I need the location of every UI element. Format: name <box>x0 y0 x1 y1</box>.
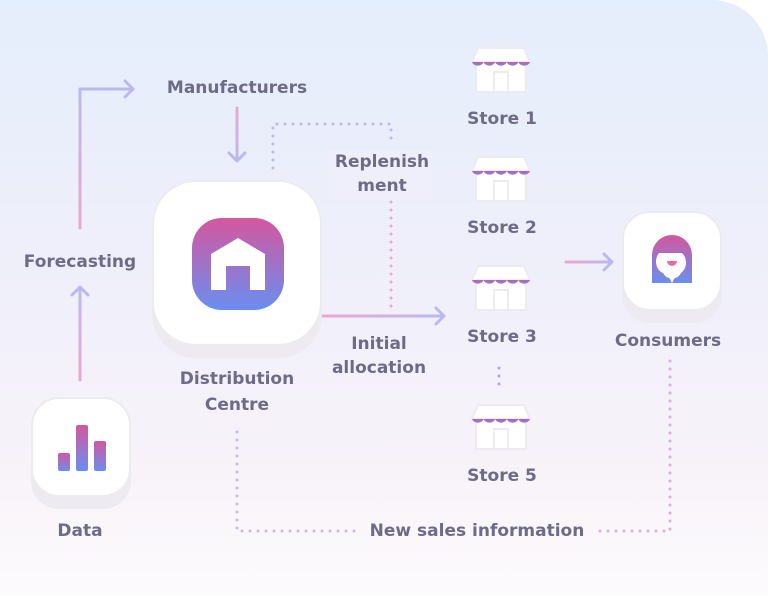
store-to-consumers-arrow <box>564 252 614 272</box>
consumers-card[interactable] <box>622 211 722 311</box>
replenishment-line2: ment <box>357 176 407 196</box>
initial-allocation-line1: Initial <box>351 334 407 354</box>
consumer-person-icon <box>652 235 692 283</box>
replenishment-dotted-line <box>271 122 393 170</box>
manufacturers-to-dc-arrow <box>227 106 247 163</box>
replenishment-label: Replenish ment <box>335 150 429 198</box>
initial-allocation-arrow <box>320 306 446 326</box>
forecasting-label: Forecasting <box>23 252 137 272</box>
sales-info-dotted-line-left <box>235 430 357 533</box>
dc-label-line2: Centre <box>204 395 270 415</box>
consumers-label: Consumers <box>614 331 722 351</box>
store-3-label: Store 3 <box>467 327 537 347</box>
dc-label-line1: Distribution <box>179 369 295 389</box>
data-card[interactable] <box>31 397 131 497</box>
initial-allocation-label: Initial allocation <box>332 332 426 380</box>
store-1-label: Store 1 <box>467 109 537 129</box>
storefront-icon <box>470 265 532 311</box>
replenishment-line1: Replenish <box>334 152 430 172</box>
store-5-label: Store 5 <box>467 466 537 486</box>
data-label: Data <box>57 521 103 541</box>
distribution-centre-card[interactable] <box>152 180 322 346</box>
new-sales-information-label: New sales information <box>369 521 585 541</box>
data-to-forecast-arrow <box>70 285 90 382</box>
replenishment-label-box <box>327 150 432 198</box>
storefront-icon <box>470 47 532 93</box>
store-2-label: Store 2 <box>467 218 537 238</box>
initial-allocation-line2: allocation <box>331 358 427 378</box>
store-2-icon[interactable] <box>470 155 532 203</box>
storefront-icon <box>470 156 532 202</box>
storefront-icon <box>470 404 532 450</box>
store-1-icon[interactable] <box>470 46 532 94</box>
distribution-centre-label: Distribution Centre <box>180 366 294 418</box>
sales-info-dotted-line-right <box>598 358 672 533</box>
warehouse-home-icon <box>192 218 284 310</box>
store-5-icon[interactable] <box>470 403 532 451</box>
store-3-icon[interactable] <box>470 264 532 312</box>
bar-chart-icon <box>58 425 106 471</box>
manufacturers-label: Manufacturers <box>166 78 308 98</box>
forecast-to-manufacturers-arrow <box>78 79 135 230</box>
